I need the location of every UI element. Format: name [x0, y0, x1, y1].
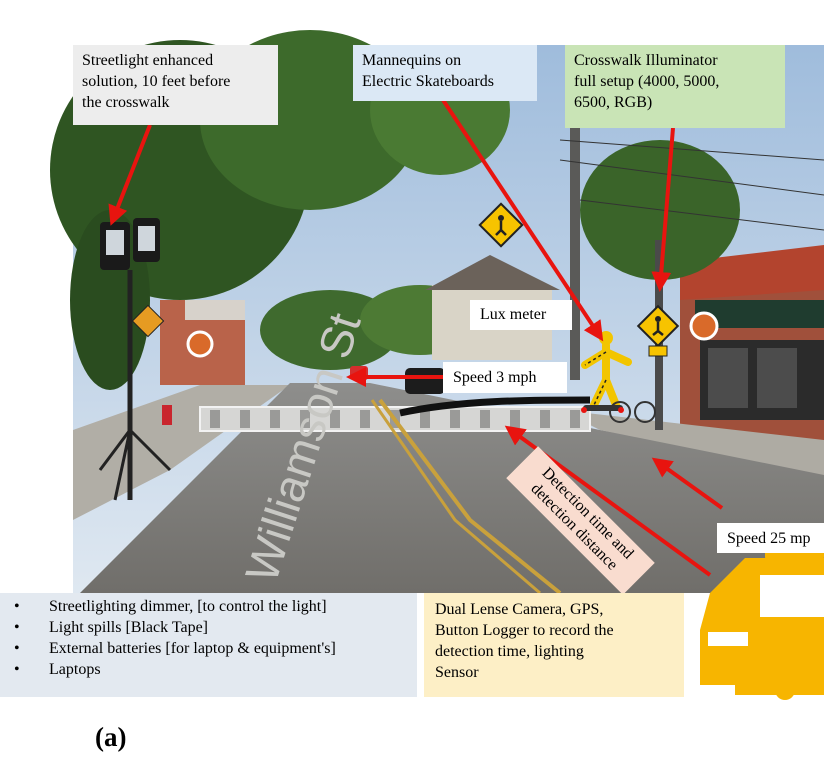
equipment-list: Streetlighting dimmer, [to control the l… [14, 596, 417, 680]
label-speed-slow: Speed 3 mph [443, 362, 567, 393]
photo: Williamson St [50, 30, 824, 600]
pedestrian-warning-sign-upper [478, 202, 524, 248]
fire-hydrant [162, 405, 172, 425]
arrow-illuminator [651, 127, 675, 292]
storefront [680, 245, 824, 445]
equipment-item: External batteries [for laptop & equipme… [14, 638, 417, 659]
equipment-item: Streetlighting dimmer, [to control the l… [14, 596, 417, 617]
arrow-speed-fast [651, 457, 724, 510]
figure-caption: (a) [95, 722, 127, 752]
pedestrian-warning-sign-right [636, 304, 680, 357]
label-mannequins: Mannequins on Electric Skateboards [353, 45, 537, 101]
label-crosswalk-illuminator: Crosswalk Illuminator full setup (4000, … [565, 45, 785, 128]
label-streetlight-solution: Streetlight enhanced solution, 10 feet b… [73, 45, 278, 125]
arrow-mannequins [441, 98, 604, 342]
streetlight-stand [98, 218, 172, 501]
camera-equipment-note: Dual Lense Camera, GPS, Button Logger to… [424, 593, 684, 697]
pedestrian-warning-sign-left [131, 304, 165, 338]
mannequin-on-skateboard [581, 331, 632, 413]
restaurant-sign-right [689, 311, 719, 341]
bicycle [609, 401, 656, 423]
label-lux-meter: Lux meter [470, 300, 572, 330]
label-speed-fast: Speed 25 mp [717, 523, 824, 553]
arrow-streetlight [108, 124, 152, 226]
equipment-item: Light spills [Black Tape] [14, 617, 417, 638]
equipment-item: Laptops [14, 659, 417, 680]
restaurant-sign-left [186, 330, 214, 358]
equipment-list-box: Streetlighting dimmer, [to control the l… [0, 593, 417, 697]
